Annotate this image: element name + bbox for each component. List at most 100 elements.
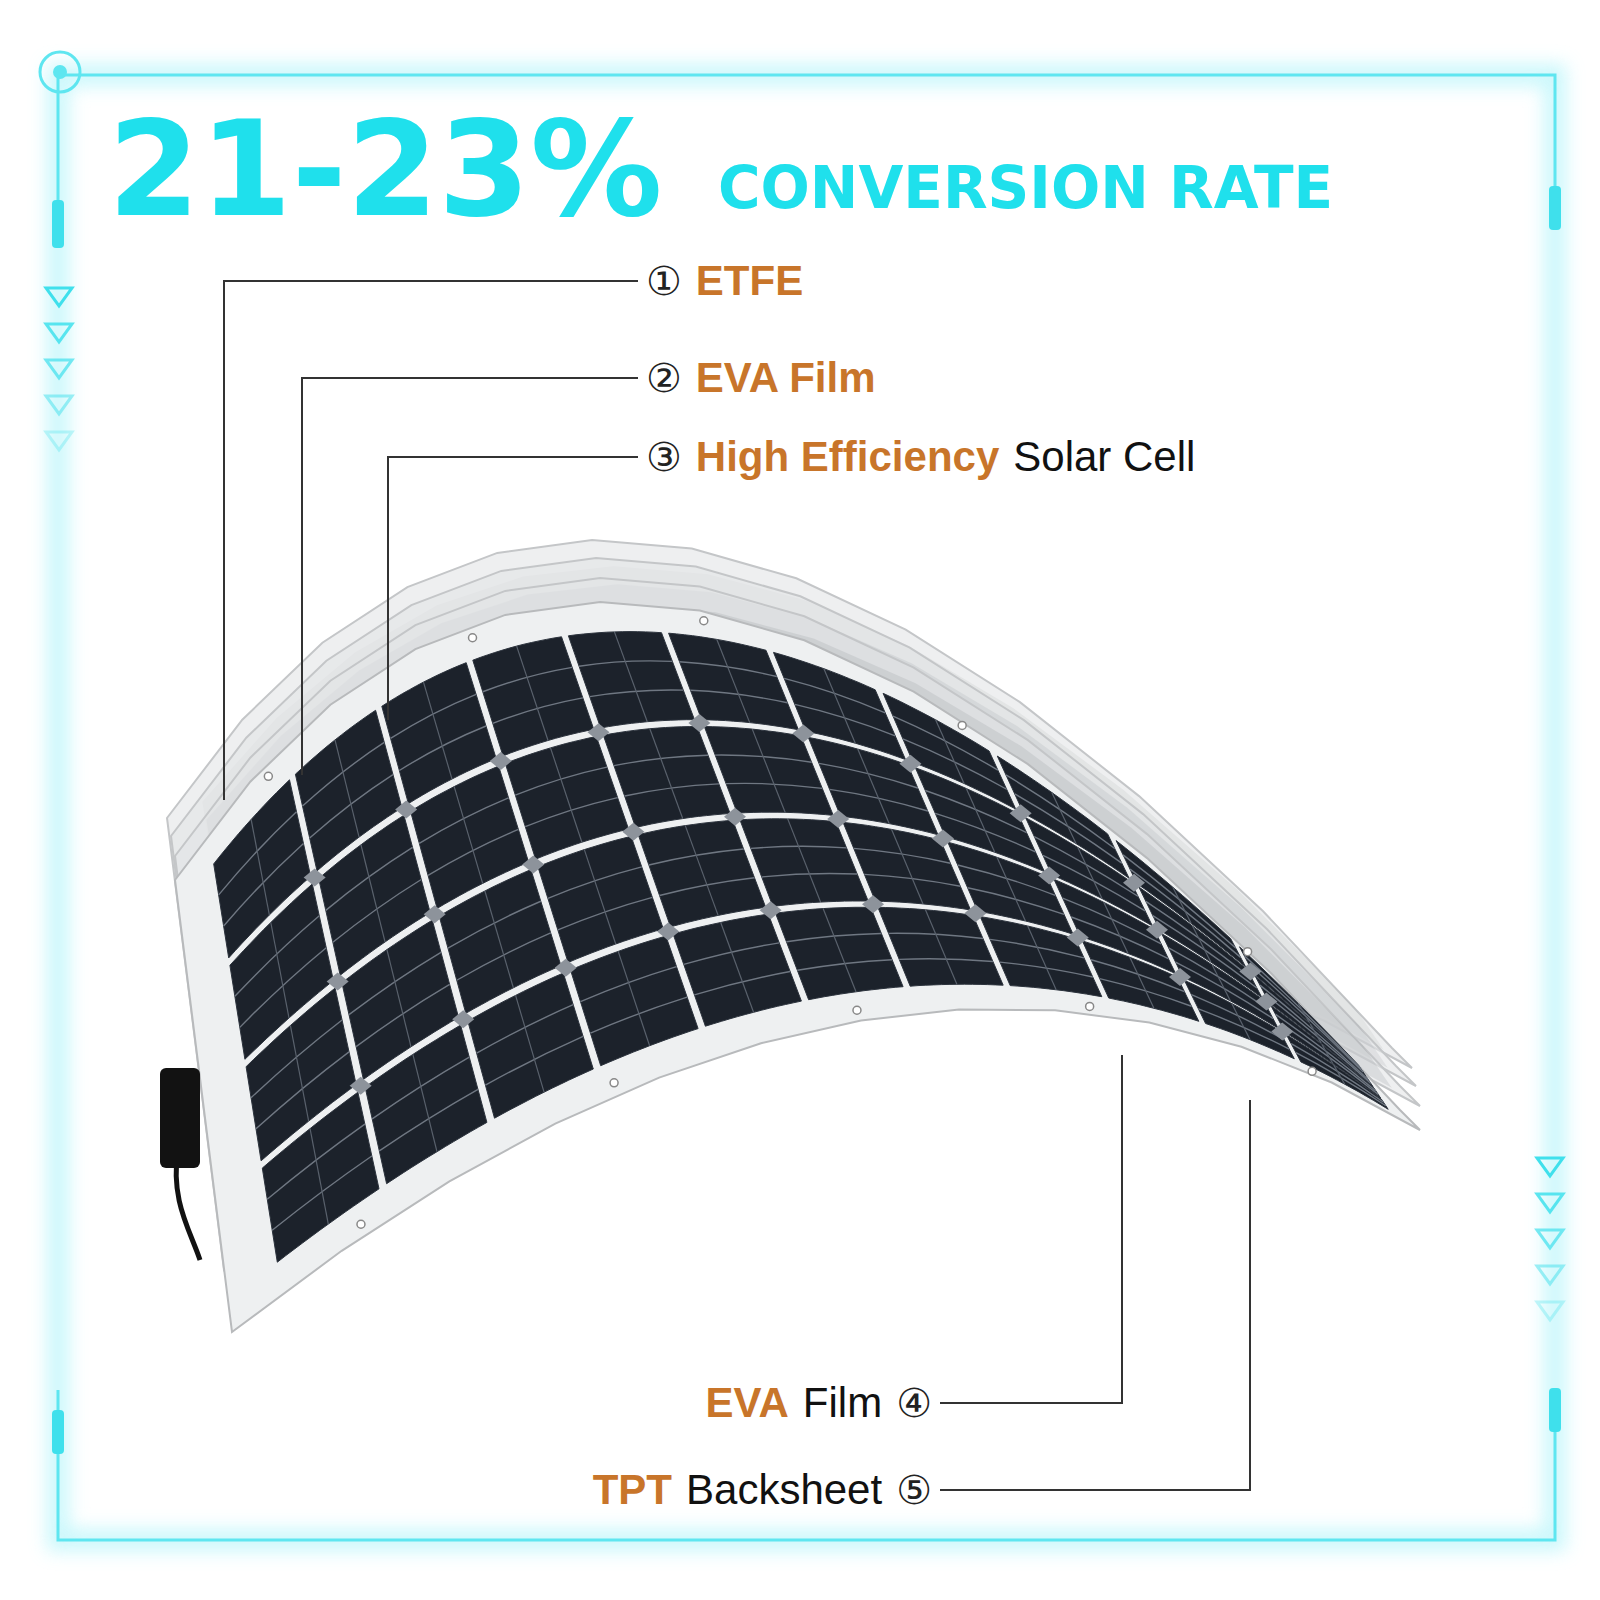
layer-name: EVA Film [696, 354, 876, 402]
solar-cell [1255, 976, 1373, 1087]
busbar [1280, 1023, 1378, 1094]
cell-corner [1010, 804, 1032, 822]
busbar [271, 922, 289, 1018]
busbar [1091, 960, 1184, 992]
busbar [958, 865, 1056, 895]
cell-corner [555, 959, 577, 977]
busbar [584, 850, 615, 944]
frame [40, 52, 1563, 1540]
busbar [864, 874, 960, 886]
busbar [1296, 1053, 1386, 1106]
busbar [752, 729, 785, 812]
cell-corner [688, 714, 710, 732]
busbar [335, 740, 359, 837]
grommet [264, 772, 272, 780]
grommet [1244, 948, 1252, 956]
busbar [251, 819, 269, 915]
busbar [694, 972, 790, 995]
busbar [310, 1129, 328, 1225]
busbar [990, 939, 1084, 957]
busbar [1104, 902, 1128, 953]
callout-number: ⑤ [896, 1467, 932, 1513]
grommet [1086, 1002, 1094, 1010]
grommet [357, 1220, 365, 1228]
busbar [997, 857, 1025, 921]
cell-corner [792, 725, 814, 743]
cell-corner [1067, 929, 1089, 947]
busbar [685, 826, 718, 916]
cell-corner [452, 1010, 474, 1028]
grommet [700, 617, 708, 625]
busbar [1130, 957, 1154, 1008]
cell-corner [1169, 968, 1191, 986]
layer-name: Backsheet [686, 1466, 882, 1514]
busbar [650, 729, 683, 819]
busbar [717, 639, 750, 722]
cell-corner [622, 823, 644, 841]
cell-corner [657, 922, 679, 940]
busbar [413, 1054, 437, 1151]
cell-corner [724, 808, 746, 826]
busbar [1276, 1014, 1376, 1091]
solar-cell [468, 973, 594, 1118]
callout-number: ③ [646, 434, 682, 480]
grommet [1308, 1067, 1316, 1075]
busbar [614, 632, 647, 722]
callout-number: ② [646, 355, 682, 401]
solar-cell [1286, 1035, 1388, 1110]
layer-name: EVA [706, 1379, 789, 1427]
busbar [1232, 1004, 1250, 1040]
cell-corner [1123, 874, 1145, 892]
busbar [423, 682, 451, 779]
busbar [517, 646, 548, 740]
grommet [958, 721, 966, 729]
solar-cell [365, 1025, 487, 1184]
callout-number: ④ [896, 1380, 932, 1426]
busbar [788, 819, 821, 902]
cell-corner [1038, 866, 1060, 884]
busbar [858, 749, 889, 824]
busbar [797, 960, 892, 971]
solar-cell [262, 1092, 379, 1262]
busbar [361, 845, 385, 942]
solar-cell [669, 633, 799, 730]
cell-corner [932, 829, 954, 847]
cell-corner [1271, 1022, 1293, 1040]
layer-name: Film [803, 1379, 882, 1427]
cell-corner [424, 905, 446, 923]
cell-corner [490, 752, 512, 770]
layer-name: TPT [593, 1466, 672, 1514]
cell-corner [327, 973, 349, 991]
panel-layers [167, 540, 1420, 1332]
cell-corner [760, 901, 782, 919]
solar-cell [774, 652, 906, 759]
headline-text: CONVERSION RATE [718, 155, 1333, 222]
busbar [721, 922, 754, 1012]
busbar [1000, 962, 1093, 977]
grommet [469, 634, 477, 642]
busbar [1334, 1065, 1345, 1084]
cell-corner [304, 868, 326, 886]
cell-corner [395, 800, 417, 818]
busbar [1078, 848, 1102, 899]
leader-lines [224, 281, 1250, 1490]
headline-figure: 21-23% [108, 94, 662, 246]
cell-corner [964, 904, 986, 922]
cell-corner [862, 895, 884, 913]
busbar [823, 909, 856, 992]
busbar [824, 669, 855, 744]
busbar [516, 995, 544, 1092]
busbar [454, 787, 482, 884]
cell-corner [1146, 921, 1168, 939]
busbar [925, 910, 956, 985]
busbar [966, 789, 994, 853]
solar-cell [571, 936, 699, 1066]
busbar [387, 950, 411, 1047]
busbar [485, 891, 513, 988]
cell-corner [1255, 993, 1277, 1011]
busbar [290, 1026, 308, 1122]
busbar [892, 829, 923, 904]
grommet [853, 1006, 861, 1014]
cell-corner [827, 810, 849, 828]
cell-corner [1239, 963, 1261, 981]
